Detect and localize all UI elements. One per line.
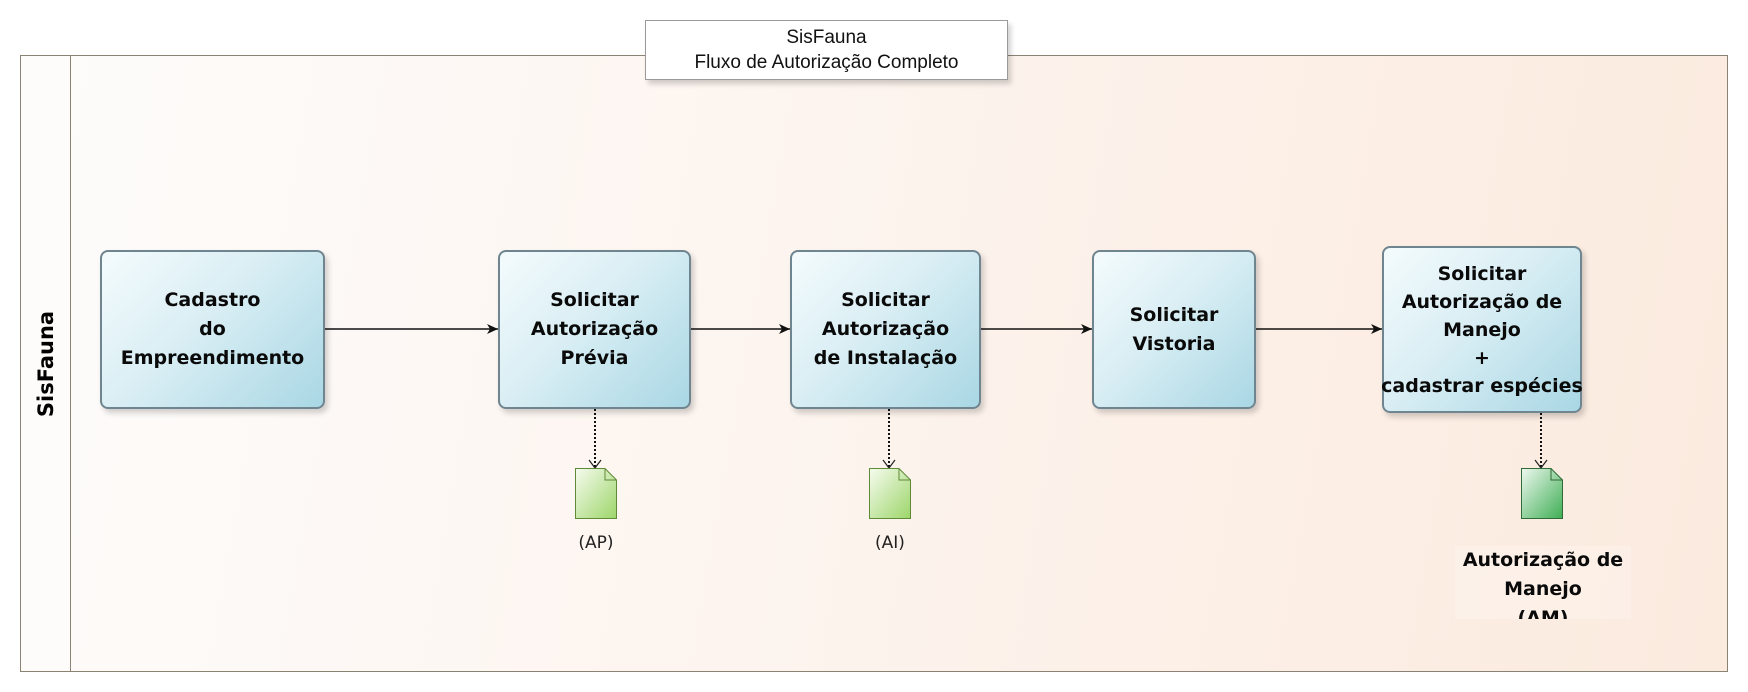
task-label-line: Solicitar — [1437, 262, 1527, 285]
document-icon[interactable] — [575, 468, 617, 519]
task-label-line: + — [1474, 346, 1490, 369]
lane-header: SisFauna — [21, 56, 71, 671]
task-label-line: Solicitar — [841, 289, 930, 311]
task-label-line: Empreendimento — [120, 347, 305, 369]
document-icon[interactable] — [869, 468, 911, 519]
task-label-line: Manejo — [1443, 318, 1521, 341]
task-solicitar-autorizacao-manejo[interactable]: Solicitar Autorização de Manejo + cadast… — [1381, 246, 1583, 413]
document-icon[interactable] — [1521, 468, 1563, 519]
task-label-line: Solicitar — [1129, 303, 1219, 326]
task-label-line: Autorização — [821, 318, 950, 340]
document-label-line: (AM) — [1517, 607, 1569, 619]
task-label-line: Autorização de — [1401, 290, 1563, 313]
task-label-line: do — [199, 318, 226, 340]
document-label-ai: (AI) — [875, 533, 905, 553]
task-solicitar-autorizacao-previa[interactable]: Solicitar Autorização Prévia — [498, 250, 691, 409]
task-label-line: Solicitar — [550, 289, 639, 311]
task-label-line: Autorização — [530, 318, 659, 340]
document-label-am: Autorização de Manejo (AM) — [1455, 546, 1631, 619]
task-label-line: cadastrar espécies — [1381, 374, 1583, 397]
document-label-line: Autorização de — [1462, 549, 1624, 571]
diagram-title-line1: SisFauna — [786, 27, 867, 48]
task-solicitar-autorizacao-instalacao[interactable]: Solicitar Autorização de Instalação — [790, 250, 981, 409]
document-label-line: Manejo — [1504, 578, 1582, 600]
task-cadastro-empreendimento[interactable]: Cadastro do Empreendimento — [100, 250, 325, 409]
task-label-line: Cadastro — [164, 289, 261, 311]
task-label-line: Vistoria — [1132, 332, 1216, 355]
diagram-title-box: SisFauna Fluxo de Autorização Completo — [645, 20, 1008, 80]
diagram-title-line2: Fluxo de Autorização Completo — [694, 52, 959, 73]
document-label-ap: (AP) — [578, 533, 614, 553]
task-solicitar-vistoria[interactable]: Solicitar Vistoria — [1092, 250, 1256, 409]
task-label-line: de Instalação — [813, 347, 958, 369]
task-label-line: Prévia — [560, 347, 629, 369]
